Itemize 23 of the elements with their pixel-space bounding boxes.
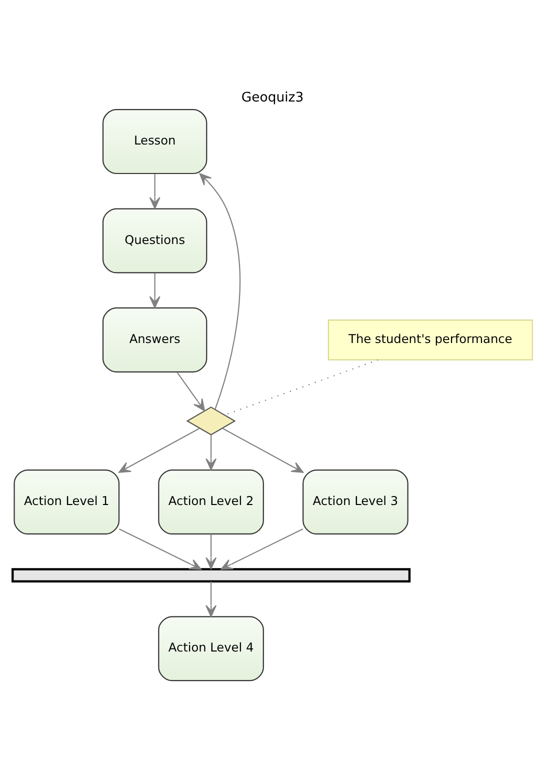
node-box: Answers: [102, 307, 208, 372]
node-bar: [12, 568, 411, 582]
arrow: [118, 528, 202, 570]
diagram-title: Geoquiz3: [241, 90, 304, 106]
arrow: [206, 435, 217, 470]
node-diamond: [186, 406, 236, 436]
arrow: [199, 173, 240, 410]
arrow: [206, 534, 217, 570]
arrow: [149, 273, 160, 308]
arrow: [118, 428, 200, 473]
arrow: [149, 174, 160, 210]
arrow: [220, 528, 304, 570]
arrow: [222, 428, 304, 473]
arrow: [206, 582, 217, 618]
node-box: Action Level 1: [14, 469, 120, 535]
node-box: Action Level 3: [302, 469, 408, 535]
node-box: Action Level 4: [158, 616, 264, 682]
node-box: Action Level 2: [158, 469, 264, 535]
arrow: [176, 372, 205, 412]
node-box: Lesson: [102, 109, 208, 174]
connector: [224, 359, 378, 416]
node-box: The student's performance: [328, 320, 533, 360]
node-box: Questions: [102, 208, 208, 274]
